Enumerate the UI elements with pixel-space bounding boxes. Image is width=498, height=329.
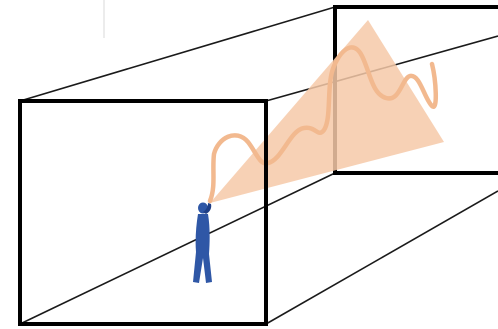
person-figure xyxy=(193,202,212,283)
person-arm xyxy=(203,203,212,214)
edge-top-left xyxy=(19,6,336,102)
wandering-path xyxy=(207,45,438,204)
person-body xyxy=(193,214,212,283)
edge-bottom-right xyxy=(265,190,498,325)
near-frame xyxy=(18,99,268,326)
edge-bottom-left xyxy=(19,172,336,325)
